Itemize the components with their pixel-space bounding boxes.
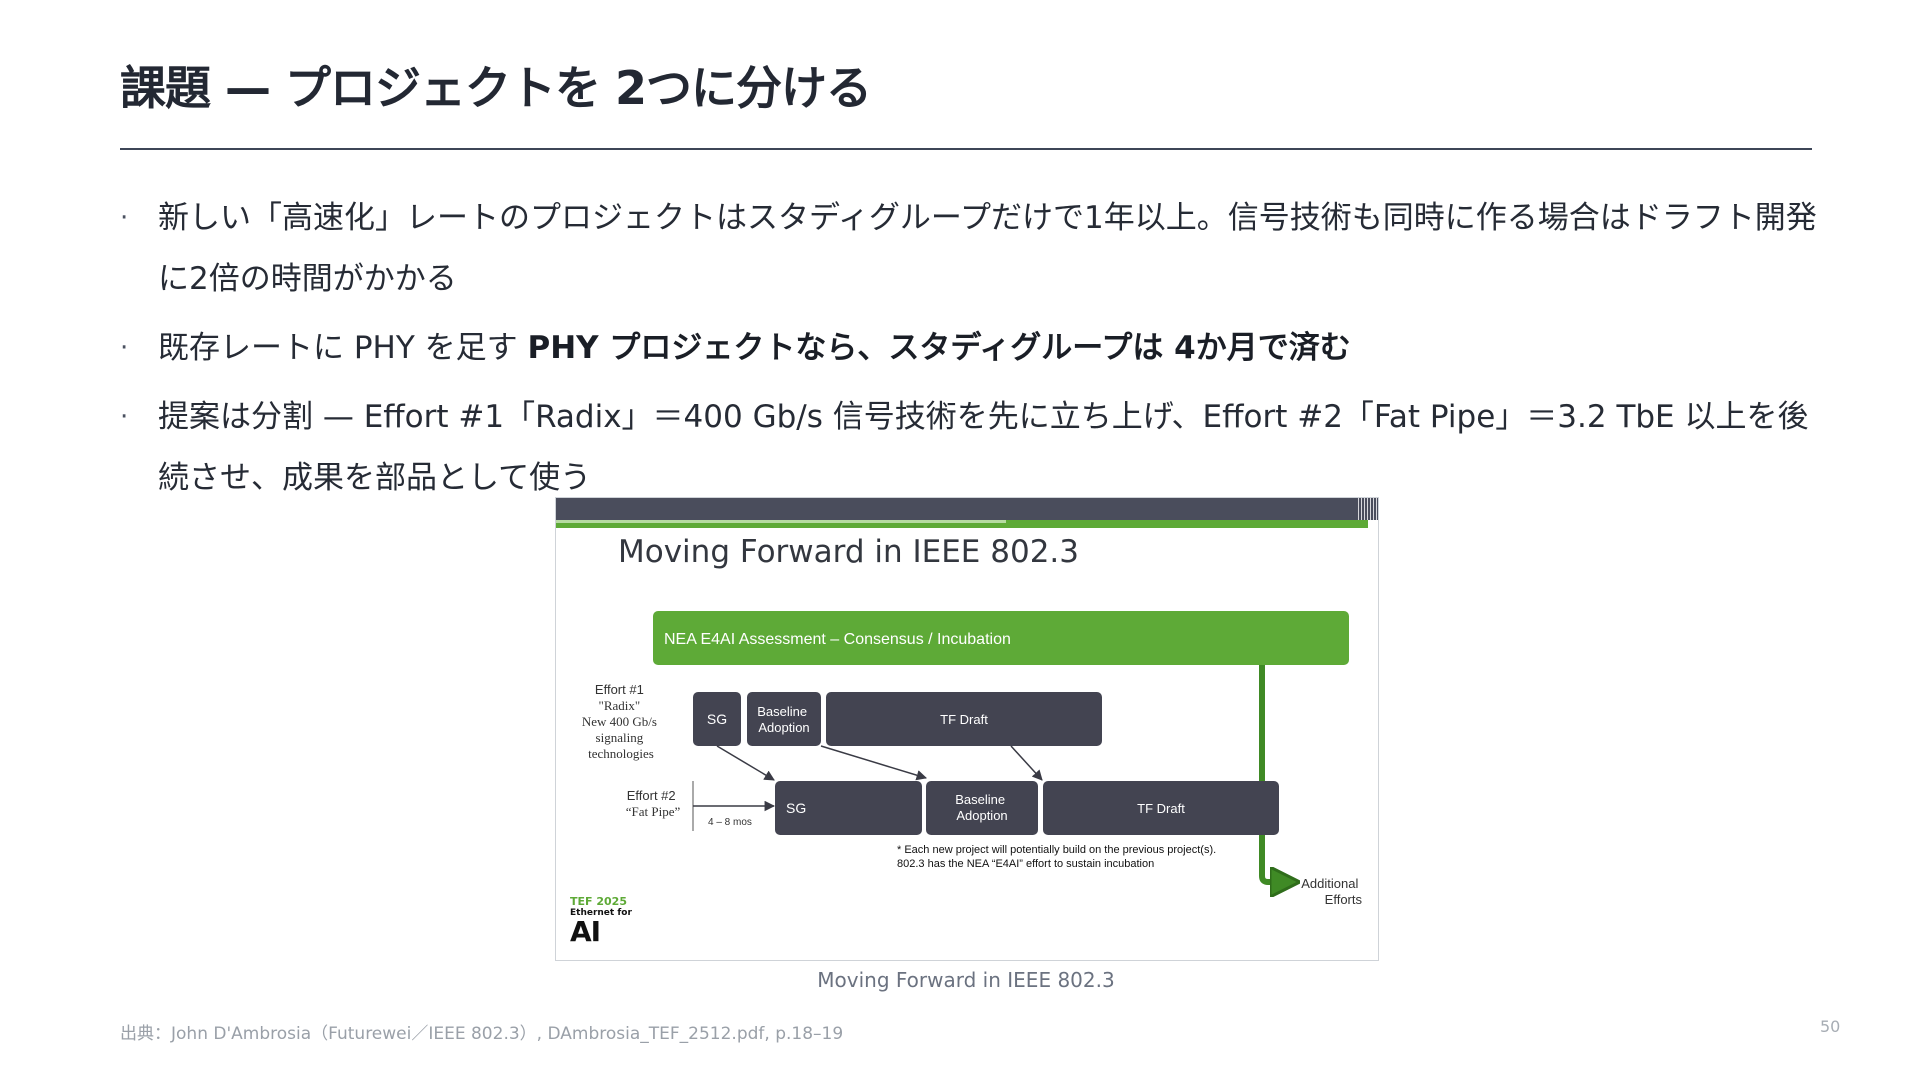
bullet-marker: · <box>120 402 129 432</box>
figure-caption: Moving Forward in IEEE 802.3 <box>817 968 1115 992</box>
effort1-sg-label: SG <box>707 711 727 727</box>
effort1-line: technologies <box>588 746 654 761</box>
effort2-tfdraft-box <box>1043 781 1279 835</box>
effort2-sg-box <box>775 781 922 835</box>
effort1-sg-box <box>693 692 741 746</box>
arrow-sg-to-sg <box>716 745 775 781</box>
effort1-line: signaling <box>596 730 644 745</box>
effort1-line: New 400 Gb/s <box>582 714 657 729</box>
bullet-list: · 新しい「高速化」レートのプロジェクトはスタディグループだけで1年以上。信号技… <box>120 188 1820 517</box>
note-line: * Each new project will potentially buil… <box>897 844 1216 856</box>
nea-banner <box>653 611 1349 665</box>
bullet-item: · 提案は分割 — Effort #1「Radix」＝400 Gb/s 信号技術… <box>120 387 1820 509</box>
additional-efforts-label: Additional Efforts <box>1301 876 1362 907</box>
effort2-sg-label: SG <box>786 800 806 816</box>
effort1-line: Effort #1 <box>595 682 644 697</box>
bullet-text: 新しい「高速化」レートのプロジェクトはスタディグループだけで1年以上。信号技術も… <box>158 200 1817 297</box>
bullet-item: · 既存レートに PHY を足す PHY プロジェクトなら、スタディグループは … <box>120 318 1820 379</box>
nea-banner-label: NEA E4AI Assessment – Consensus / Incuba… <box>664 631 1011 648</box>
effort2-tfdraft-label: TF Draft <box>1137 801 1185 816</box>
effort1-label: Effort #1 "Radix" New 400 Gb/s signaling… <box>582 682 660 761</box>
logo-ai-text: AI <box>570 915 601 948</box>
green-flow-arrow <box>1259 665 1294 882</box>
bullet-marker: · <box>120 333 129 363</box>
additional-line: Additional <box>1301 876 1358 891</box>
bullet-bold-text: PHY プロジェクトなら、スタディグループは 4か月で済む <box>527 330 1351 366</box>
logo-line: TEF 2025 <box>570 895 627 908</box>
effort2-baseline-box <box>926 781 1038 835</box>
additional-line: Efforts <box>1325 892 1363 907</box>
effort2-label: Effort #2 “Fat Pipe” <box>626 788 681 819</box>
baseline-line: Adoption <box>956 808 1007 823</box>
effort2-line: Effort #2 <box>627 788 676 803</box>
effort1-line: "Radix" <box>599 698 641 713</box>
effort1-baseline-box <box>747 692 821 746</box>
bullet-text: 提案は分割 — Effort #1「Radix」＝400 Gb/s 信号技術を先… <box>158 399 1809 496</box>
arrow-tfdraft-to-tfdraft <box>1010 745 1043 781</box>
effort2-baseline-label: Baseline Adoption <box>955 792 1009 823</box>
duration-label: 4 – 8 mos <box>708 817 752 828</box>
title-divider <box>120 148 1812 150</box>
note-line: 802.3 has the NEA “E4AI” effort to susta… <box>897 858 1154 870</box>
effort1-tfdraft-box <box>826 692 1102 746</box>
effort1-baseline-label: Baseline Adoption <box>757 704 811 735</box>
figure-top-bar-stripes <box>1356 498 1378 520</box>
baseline-line: Adoption <box>758 720 809 735</box>
arrow-baseline-to-baseline <box>820 745 928 781</box>
figure-green-bar <box>556 520 1368 528</box>
figure-top-bar <box>556 498 1378 520</box>
logo-line: Ethernet for <box>570 908 632 918</box>
effort1-tfdraft-label: TF Draft <box>940 712 988 727</box>
page-number: 50 <box>1820 1017 1841 1036</box>
figure-note: * Each new project will potentially buil… <box>897 844 1219 870</box>
slide-title: 課題 — プロジェクトを 2つに分ける <box>120 61 872 115</box>
bullet-text: 既存レートに PHY を足す <box>158 330 528 366</box>
figure-title: Moving Forward in IEEE 802.3 <box>618 534 1079 570</box>
baseline-line: Baseline <box>757 704 807 719</box>
bullet-item: · 新しい「高速化」レートのプロジェクトはスタディグループだけで1年以上。信号技… <box>120 188 1820 310</box>
source-citation: 出典：John D'Ambrosia（Futurewei／IEEE 802.3）… <box>120 1024 844 1044</box>
tef-logo: TEF 2025 Ethernet for AI <box>570 896 632 946</box>
baseline-line: Baseline <box>955 792 1005 807</box>
roadmap-diagram: NEA E4AI Assessment – Consensus / Incuba… <box>582 611 1362 907</box>
effort2-line: “Fat Pipe” <box>626 804 681 819</box>
embedded-slide-figure: Moving Forward in IEEE 802.3 NEA E4AI As… <box>555 497 1379 961</box>
bullet-marker: · <box>120 203 129 233</box>
